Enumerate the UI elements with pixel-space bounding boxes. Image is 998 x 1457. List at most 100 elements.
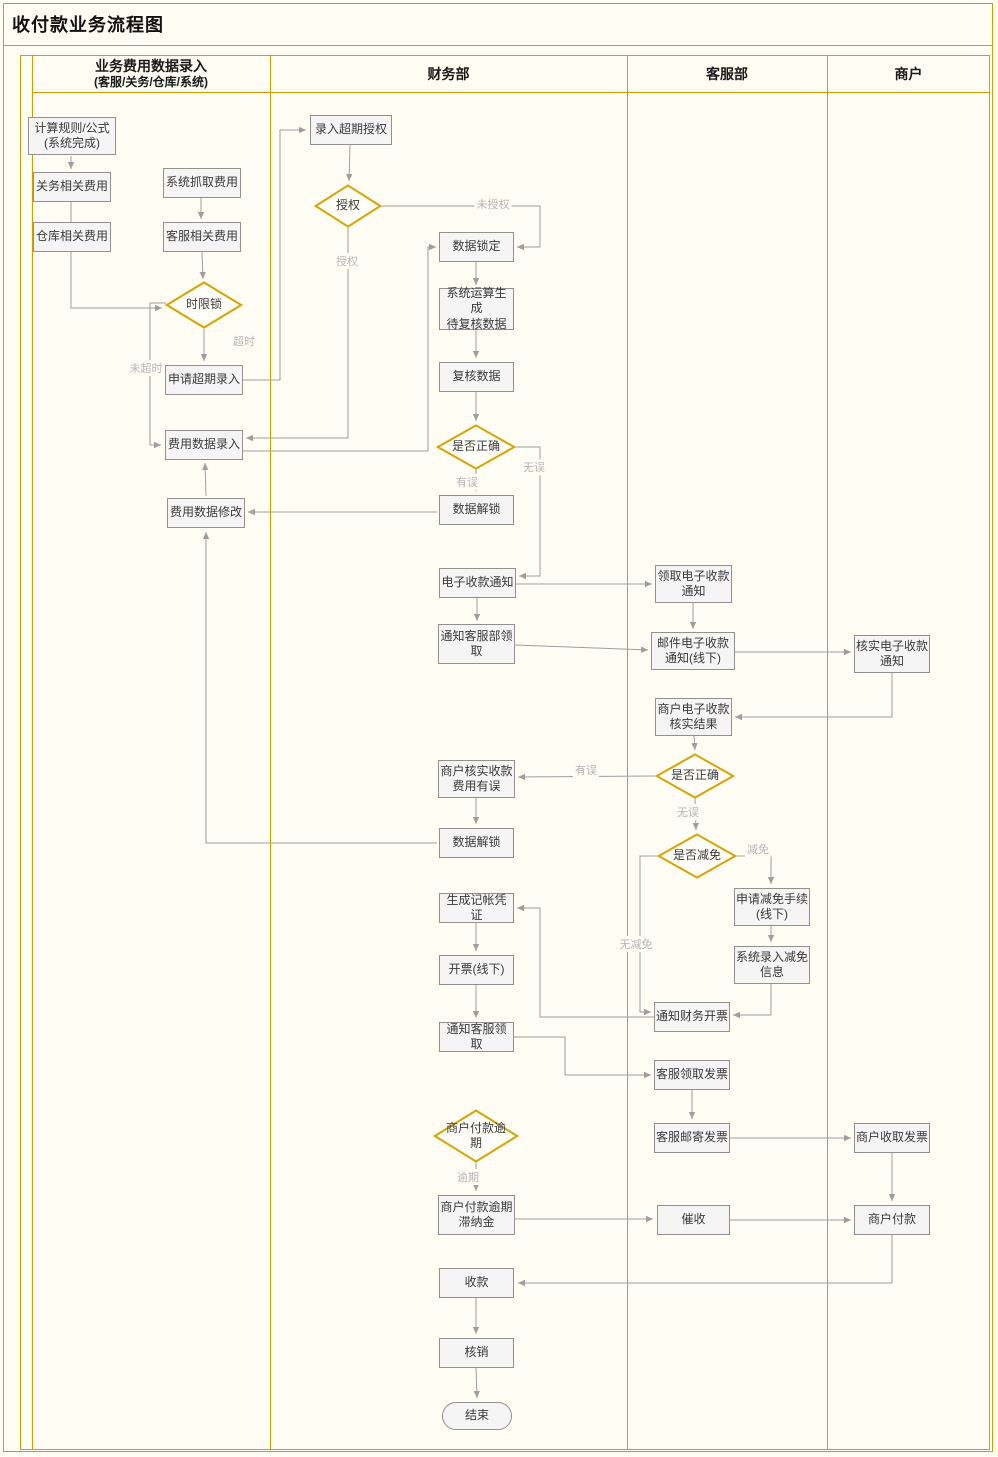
node-electronic-payment-notice: 电子收款通知 (439, 568, 516, 598)
node-merchant-pay: 商户付款 (854, 1205, 930, 1235)
node-label: 费用数据录入 (167, 437, 240, 452)
node-system-enter-reduction: 系统录入减免 信息 (734, 946, 810, 984)
edge-label-no-error-cs: 无误 (675, 804, 701, 820)
node-label: 通知客服部领取 (440, 628, 513, 658)
node-notify-cs-get-invoice: 通知客服领取 (439, 1022, 514, 1052)
page-title: 收付款业务流程图 (12, 15, 164, 35)
node-calc-rules: 计算规则/公式 (系统完成) (28, 117, 116, 155)
node-label: 邮件电子收款 通知(线下) (656, 635, 729, 665)
node-label: 是否正确 (670, 768, 719, 783)
node-label: 费用数据修改 (169, 505, 242, 520)
node-merchant-verify-fee-wrong: 商户核实收款 费用有误 (438, 760, 515, 798)
diamond-shape (658, 834, 736, 878)
edge-label-overdue: 逾期 (455, 1169, 481, 1185)
node-label: 申请超期录入 (167, 372, 240, 387)
node-label: 商户电子收款 核实结果 (657, 701, 730, 731)
edge-label-has-error-finance: 有误 (454, 474, 480, 490)
pool-title-strip-divider (32, 55, 33, 1450)
edge-label-timeout: 超时 (231, 333, 257, 349)
node-label: 开票(线下) (448, 962, 505, 977)
node-label: 授权 (335, 198, 360, 213)
node-label: 数据解锁 (452, 502, 501, 517)
node-label: 仓库相关费用 (35, 229, 108, 244)
lane-label: 财务部 (427, 65, 470, 82)
node-reduction-decision: 是否减免 (658, 834, 736, 878)
node-system-fee: 系统抓取费用 (163, 168, 241, 198)
node-label: 复核数据 (452, 369, 501, 384)
node-cs-mail-invoice: 客服邮寄发票 (654, 1123, 730, 1153)
node-merchant-verify-result: 商户电子收款 核实结果 (655, 698, 732, 736)
node-review-data: 复核数据 (439, 362, 514, 392)
node-label: 是否正确 (451, 439, 500, 454)
edge-label-not-authorized: 未授权 (474, 196, 512, 212)
node-label: 商户付款逾期 滞纳金 (440, 1199, 513, 1229)
node-label: 数据解锁 (452, 835, 501, 850)
node-merchant-payment-overdue-decision: 商户付款逾 期 (434, 1110, 518, 1162)
node-merchant-receive-invoice: 商户收取发票 (854, 1123, 930, 1153)
node-label: 电子收款通知 (441, 575, 514, 590)
node-time-lock-decision: 时限锁 (166, 282, 242, 328)
node-invoice-offline: 开票(线下) (439, 955, 514, 985)
node-label: 结束 (464, 1408, 489, 1423)
node-notify-finance-invoice: 通知财务开票 (654, 1002, 730, 1032)
node-generate-voucher: 生成记帐凭证 (439, 893, 514, 923)
lane-header-merchant: 商户 (827, 57, 990, 91)
swimlane-pool (20, 55, 990, 1450)
lane-divider-3 (827, 55, 828, 1450)
lane-divider-2 (627, 55, 628, 1450)
diamond-shape (656, 754, 734, 798)
edge-label-has-error-cs: 有误 (573, 762, 599, 778)
node-label: 催收 (681, 1212, 706, 1227)
node-label: 客服相关费用 (165, 229, 238, 244)
node-label: 商户付款逾 期 (445, 1120, 506, 1150)
node-label: 核销 (464, 1345, 489, 1360)
node-label: 收款 (464, 1275, 489, 1290)
node-label: 系统运算生成 待复核数据 (446, 285, 507, 331)
node-collect-e-notice: 领取电子收款 通知 (655, 565, 732, 603)
node-label: 商户收取发票 (856, 1130, 929, 1145)
node-label: 通知财务开票 (656, 1009, 729, 1024)
lane-header-data-entry: 业务费用数据录入 (客服/关务/仓库/系统) (32, 57, 270, 91)
diamond-shape (166, 282, 242, 328)
node-correct-decision-cs: 是否正确 (656, 754, 734, 798)
node-label: 客服邮寄发票 (656, 1130, 729, 1145)
node-data-lock: 数据锁定 (439, 232, 514, 262)
node-data-unlock-1: 数据解锁 (439, 495, 514, 525)
node-customs-fee: 关务相关费用 (33, 172, 111, 202)
lane-label: 业务费用数据录入 (95, 58, 207, 74)
lane-header-customer-service: 客服部 (627, 57, 827, 91)
node-label: 系统抓取费用 (165, 175, 238, 190)
lane-label: 客服部 (706, 65, 748, 82)
node-label: 系统录入减免 信息 (736, 949, 809, 979)
node-collection-dunning: 催收 (657, 1205, 730, 1235)
lane-header-finance: 财务部 (270, 57, 627, 91)
node-notify-cs-dept-collect: 通知客服部领取 (438, 624, 515, 664)
lane-sublabel: (客服/关务/仓库/系统) (94, 75, 208, 89)
edge-label-no-reduce: 无减免 (617, 936, 655, 952)
lane-divider-1 (270, 55, 271, 1450)
node-merchant-verify-e-notice: 核实电子收款 通知 (854, 635, 930, 673)
node-label: 是否减免 (672, 848, 721, 863)
node-label: 录入超期授权 (314, 122, 387, 137)
node-warehouse-fee: 仓库相关费用 (33, 222, 111, 252)
edge-label-not-timeout: 未超时 (127, 360, 165, 376)
node-label: 生成记帐凭证 (446, 892, 507, 922)
node-label: 时限锁 (185, 297, 222, 312)
node-cs-fee: 客服相关费用 (163, 222, 241, 252)
node-label: 关务相关费用 (35, 179, 108, 194)
node-system-compute-review-data: 系统运算生成 待复核数据 (439, 285, 514, 331)
node-label: 客服领取发票 (656, 1067, 729, 1082)
node-label: 商户付款 (867, 1212, 916, 1227)
node-label: 领取电子收款 通知 (657, 568, 730, 598)
edge-label-no-error-finance: 无误 (521, 459, 547, 475)
edge-label-reduce: 减免 (745, 841, 771, 857)
node-end-terminal: 结束 (442, 1402, 512, 1430)
node-receive-payment: 收款 (439, 1268, 514, 1298)
diamond-shape (434, 1110, 518, 1162)
node-label: 核实电子收款 通知 (856, 638, 929, 668)
node-write-off: 核销 (439, 1338, 514, 1368)
diamond-shape (315, 185, 381, 227)
node-apply-reduction-offline: 申请减免手续 (线下) (734, 888, 810, 926)
node-authorization-decision: 授权 (315, 185, 381, 227)
